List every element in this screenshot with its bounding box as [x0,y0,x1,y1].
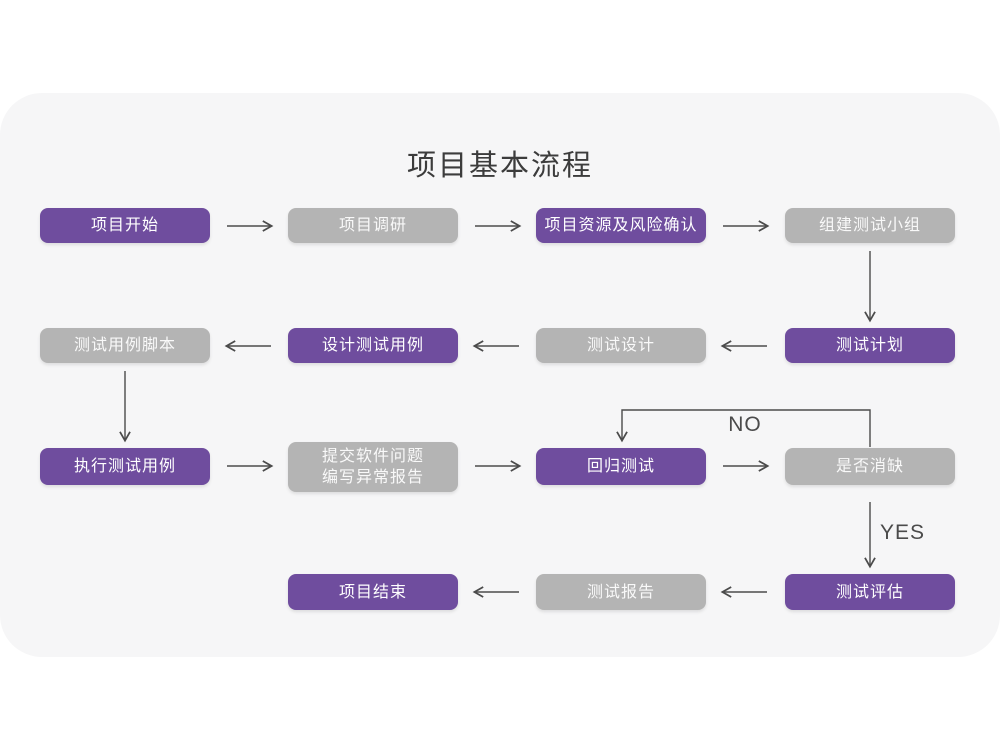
node-label: 项目开始 [90,217,159,234]
node-label: 组建测试小组 [818,217,921,234]
node-label: 测试用例脚本 [73,337,176,354]
node-label: 测试设计 [586,337,655,354]
branch-label-yes: YES [880,521,926,544]
flow-node-submit-issue-report: 提交软件问题 编写异常报告 [288,442,458,492]
node-label: 执行测试用例 [73,458,176,475]
flow-node-test-evaluation: 测试评估 [785,574,955,610]
diagram-title: 项目基本流程 [406,150,593,182]
flow-node-project-research: 项目调研 [288,208,458,243]
flow-node-test-design: 测试设计 [536,328,706,363]
flow-node-project-end: 项目结束 [288,574,458,610]
node-label: 是否消缺 [835,458,904,475]
node-label: 项目调研 [338,217,407,234]
branch-label-no: NO [728,413,762,436]
flowchart-card [0,93,1000,657]
flow-node-execute-test-case: 执行测试用例 [40,448,210,485]
node-label: 测试评估 [835,583,904,601]
node-label: 提交软件问题 编写异常报告 [321,448,424,486]
flow-node-regression-test: 回归测试 [536,448,706,485]
node-label: 回归测试 [586,458,655,475]
flow-node-resource-risk-confirm: 项目资源及风险确认 [536,208,706,243]
flow-node-project-start: 项目开始 [40,208,210,243]
flow-node-build-test-team: 组建测试小组 [785,208,955,243]
flow-node-defect-cleared: 是否消缺 [785,448,955,485]
node-label: 项目结束 [338,583,407,601]
node-label: 测试计划 [835,337,904,354]
flow-node-test-case-script: 测试用例脚本 [40,328,210,363]
node-label: 项目资源及风险确认 [544,217,698,234]
node-label: 设计测试用例 [321,337,424,354]
node-label: 测试报告 [586,583,655,601]
flow-node-test-plan: 测试计划 [785,328,955,363]
flow-node-design-test-case: 设计测试用例 [288,328,458,363]
flow-node-test-report: 测试报告 [536,574,706,610]
